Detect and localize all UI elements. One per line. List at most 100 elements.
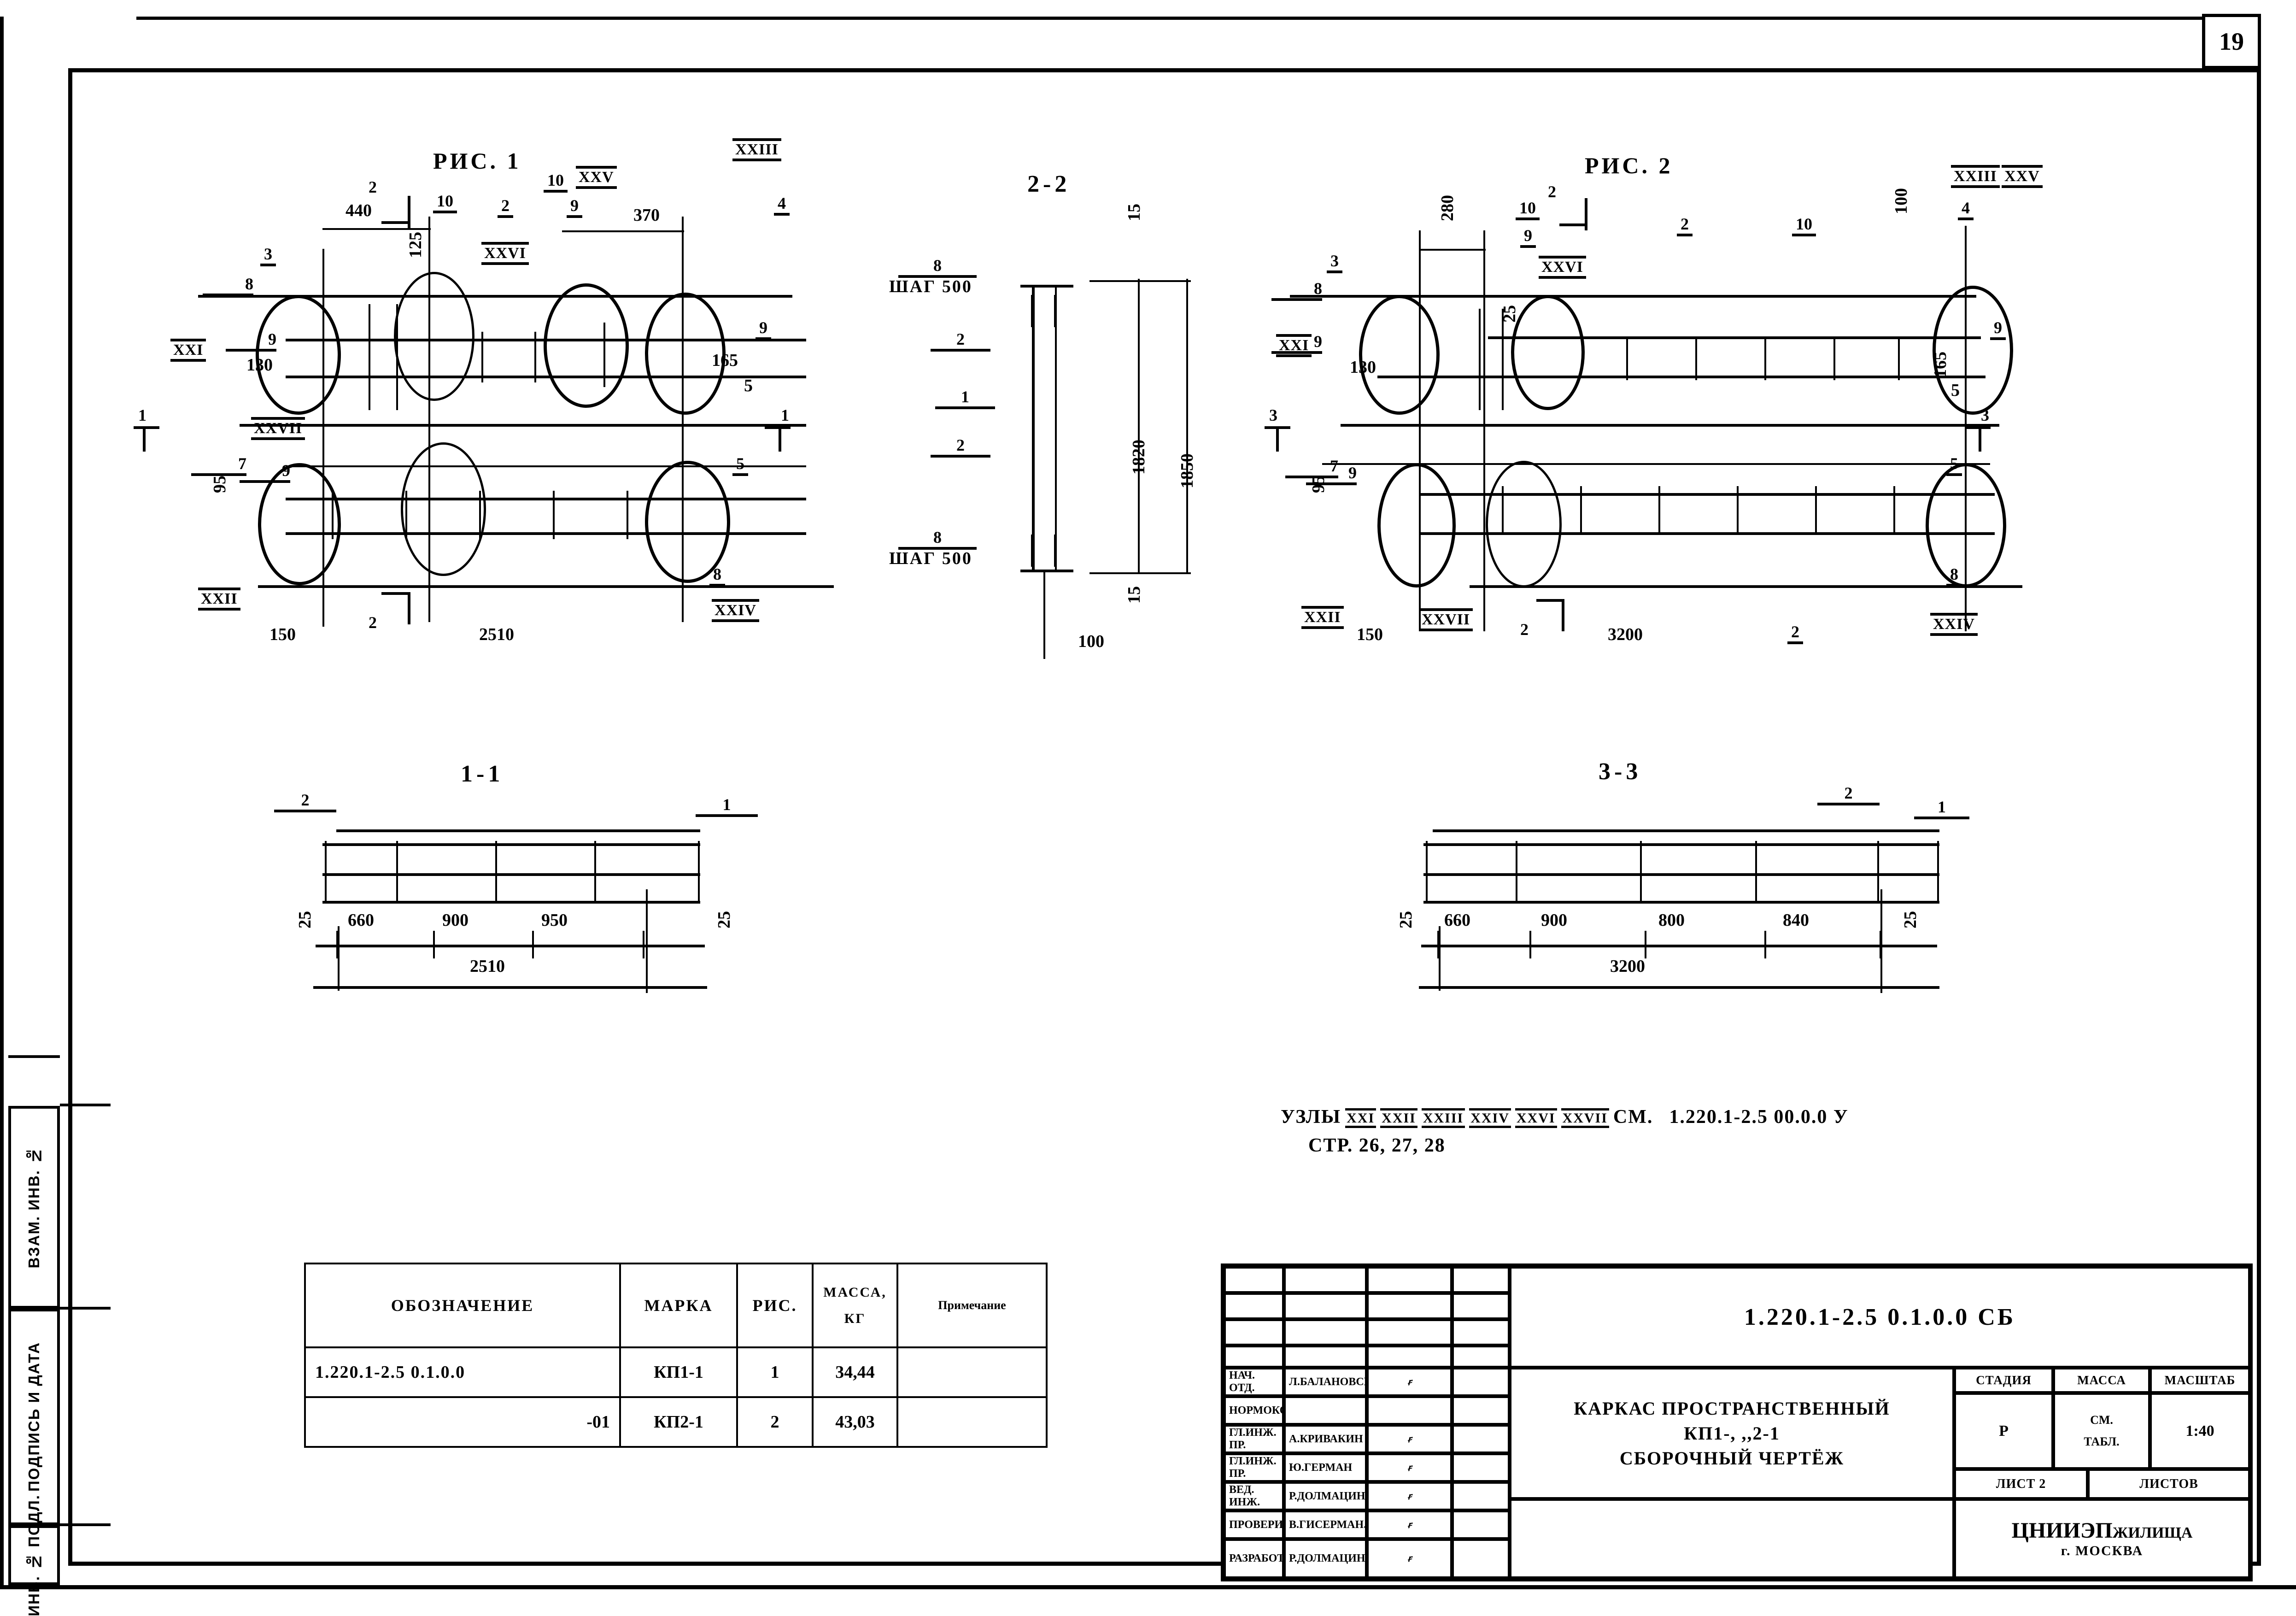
- fig1-loop-6: [645, 461, 730, 583]
- sec33-bar-mid: [1423, 873, 1939, 876]
- fig2-rung-l: [1815, 486, 1817, 535]
- tb-name-0: Л.БАЛАНОВСКИЙ: [1284, 1368, 1389, 1396]
- sec33-dim-tick-a: [1437, 931, 1439, 958]
- title-block-code: 1.220.1-2.5 0.1.0.0 СБ: [1510, 1267, 2250, 1368]
- margin-label-podpis: ПОДПИСЬ И ДАТА: [25, 1342, 42, 1492]
- tb-role-4: ВЕД. ИНЖ.: [1224, 1482, 1284, 1510]
- dimension-15-top-sec22: 15: [1125, 204, 1144, 221]
- fig2-rung-d: [1695, 336, 1697, 380]
- section-tick-3-right-fig2: [1979, 426, 1981, 452]
- step-label-bottom-sec22: ШАГ 500: [889, 549, 972, 568]
- part-label-8-top-sec22: 8: [898, 256, 977, 278]
- tb-blank-r2c1: [1224, 1293, 1284, 1319]
- fig1-loop-5: [401, 442, 486, 576]
- section-arrow-1-left-fig1: [134, 426, 159, 429]
- spec-cell-note-0: [896, 1346, 1048, 1398]
- fig2-rail-lower: [1377, 376, 1986, 378]
- title-block-mass-header: МАССА: [2053, 1368, 2150, 1393]
- sec33-bar-bottom: [1423, 901, 1939, 904]
- sec11-bar-bottom: [322, 901, 700, 904]
- sec11-dim-tick-c: [532, 931, 534, 958]
- sec33-tick-2: [1640, 841, 1642, 903]
- fig1-rung-i: [553, 491, 555, 539]
- note-node-xxiii: XXIII: [1421, 1108, 1465, 1128]
- node-mark-xxiv-fig2: XXIV: [1930, 613, 1978, 636]
- spec-header-note: Примечание: [896, 1263, 1048, 1348]
- section-arrow-2-bottom-fig1: [381, 592, 409, 595]
- part-label-9d-fig2: 9: [1520, 226, 1536, 248]
- tb-date-1: [1452, 1396, 1510, 1425]
- title-block-mass-value: СМ. ТАБЛ.: [2053, 1393, 2150, 1469]
- nodes-note-pages: СТР. 26, 27, 28: [1308, 1135, 1446, 1156]
- spec-cell-designation-1: -01: [304, 1396, 621, 1448]
- drawing-title-line-1: КАРКАС ПРОСТРАНСТВЕННЫЙ: [1574, 1398, 1890, 1419]
- sec33-tick-4: [1877, 841, 1879, 903]
- tb-date-3: [1452, 1453, 1510, 1482]
- sec11-bar-mid: [322, 873, 700, 876]
- sec33-chain-800: 800: [1658, 911, 1685, 930]
- fig1-rail-upper2: [286, 498, 806, 500]
- node-mark-xxvii-fig2: XXVII: [1419, 608, 1473, 631]
- part-label-3-fig2: 3: [1327, 251, 1342, 273]
- sheet-outer-rule-top: [136, 17, 2261, 20]
- fig1-mid-axis: [240, 424, 806, 427]
- fig1-rail-lower2: [286, 532, 806, 535]
- tb-role-5: ПРОВЕРИЛ: [1224, 1510, 1291, 1539]
- spec-header-mark: МАРКА: [619, 1263, 738, 1348]
- dimension-15-bottom-sec22: 15: [1125, 586, 1144, 604]
- tb-signature-6: ꞧ: [1367, 1539, 1452, 1578]
- section-arrow-2-top-fig2: [1559, 223, 1587, 226]
- sec33-chain-25l: 25: [1396, 911, 1416, 928]
- part-label-2-lower-sec22: 2: [931, 435, 990, 458]
- sec33-bar-top2: [1423, 843, 1939, 846]
- page-number: 19: [2219, 28, 2244, 55]
- title-block-scale-value: 1:40: [2150, 1393, 2250, 1469]
- fig1-bottom-axis: [258, 585, 834, 588]
- node-mark-xxv-fig1: XXV: [576, 166, 617, 189]
- tb-name-3: Ю.ГЕРМАН: [1284, 1453, 1367, 1482]
- spec-header-designation: ОБОЗНАЧЕНИЕ: [304, 1263, 621, 1348]
- sec11-chain-950: 950: [541, 911, 568, 930]
- sec11-dim-tick-a: [336, 931, 338, 958]
- node-mark-xxi-fig1: XXI: [170, 339, 206, 362]
- fig2-rung-h: [1502, 486, 1504, 535]
- fig2-loop-2: [1511, 295, 1585, 410]
- nodes-note-block: УЗЛЫ XXI XXII XXIII XXIV XXVI XXVII СМ. …: [1281, 1106, 1849, 1157]
- note-node-xxii: XXII: [1380, 1108, 1417, 1128]
- part-label-1-sec33: 1: [1914, 797, 1969, 819]
- mass-value-line-2: ТАБЛ.: [2084, 1434, 2120, 1448]
- sec33-chain-840: 840: [1783, 911, 1809, 930]
- dimension-440-fig1: 440: [346, 201, 372, 220]
- tb-name-5: В.ГИСЕРМАН.: [1284, 1510, 1367, 1539]
- title-block-drawing-title: КАРКАС ПРОСТРАНСТВЕННЫЙ КП1-, ,,2-1 СБОР…: [1510, 1368, 1954, 1499]
- tb-blank-r2c3: [1367, 1293, 1452, 1319]
- sec22-flange-br: [1048, 570, 1073, 572]
- section-1-1-title: 1-1: [461, 761, 504, 787]
- fig1-loop-7: [394, 272, 474, 401]
- fig2-rail-upper2: [1419, 493, 1995, 496]
- fig2-ext-line-1: [1419, 230, 1421, 631]
- table-row: 1.220.1-2.5 0.1.0.0 КП1-1 1 34,44: [304, 1346, 1048, 1398]
- part-label-10b-fig1: 10: [544, 170, 568, 193]
- fig1-loop-3: [645, 293, 726, 415]
- part-label-4-fig1: 4: [774, 194, 790, 216]
- fig1-top-axis: [198, 295, 792, 298]
- sec11-tick-4: [698, 841, 700, 903]
- tb-blank-r4c2: [1284, 1346, 1367, 1368]
- fig2-rung-b: [1502, 309, 1504, 410]
- spec-cell-mass-0: 34,44: [812, 1346, 898, 1398]
- dimension-95-fig1: 95: [210, 476, 229, 493]
- fig2-rung-m: [1893, 486, 1895, 535]
- tb-name-6: Р.ДОЛМАЦИНА: [1284, 1539, 1373, 1578]
- sec22-flange-bl: [1020, 570, 1048, 572]
- part-label-8-bottom-sec22: 8: [898, 528, 977, 550]
- sec11-dim-tick-b: [433, 931, 435, 958]
- title-block-sheet-label: ЛИСТ 2: [1954, 1469, 2088, 1499]
- node-mark-xxii-fig2: XXII: [1301, 606, 1344, 629]
- sec11-total: 2510: [470, 957, 505, 976]
- sec22-flange-tr: [1048, 285, 1073, 288]
- part-label-9d-fig1: 9: [567, 196, 582, 218]
- sec22-dim-top-tick: [1089, 280, 1191, 282]
- tb-signature-4: ꞧ: [1367, 1482, 1452, 1510]
- sec11-chain-25r: 25: [715, 911, 734, 928]
